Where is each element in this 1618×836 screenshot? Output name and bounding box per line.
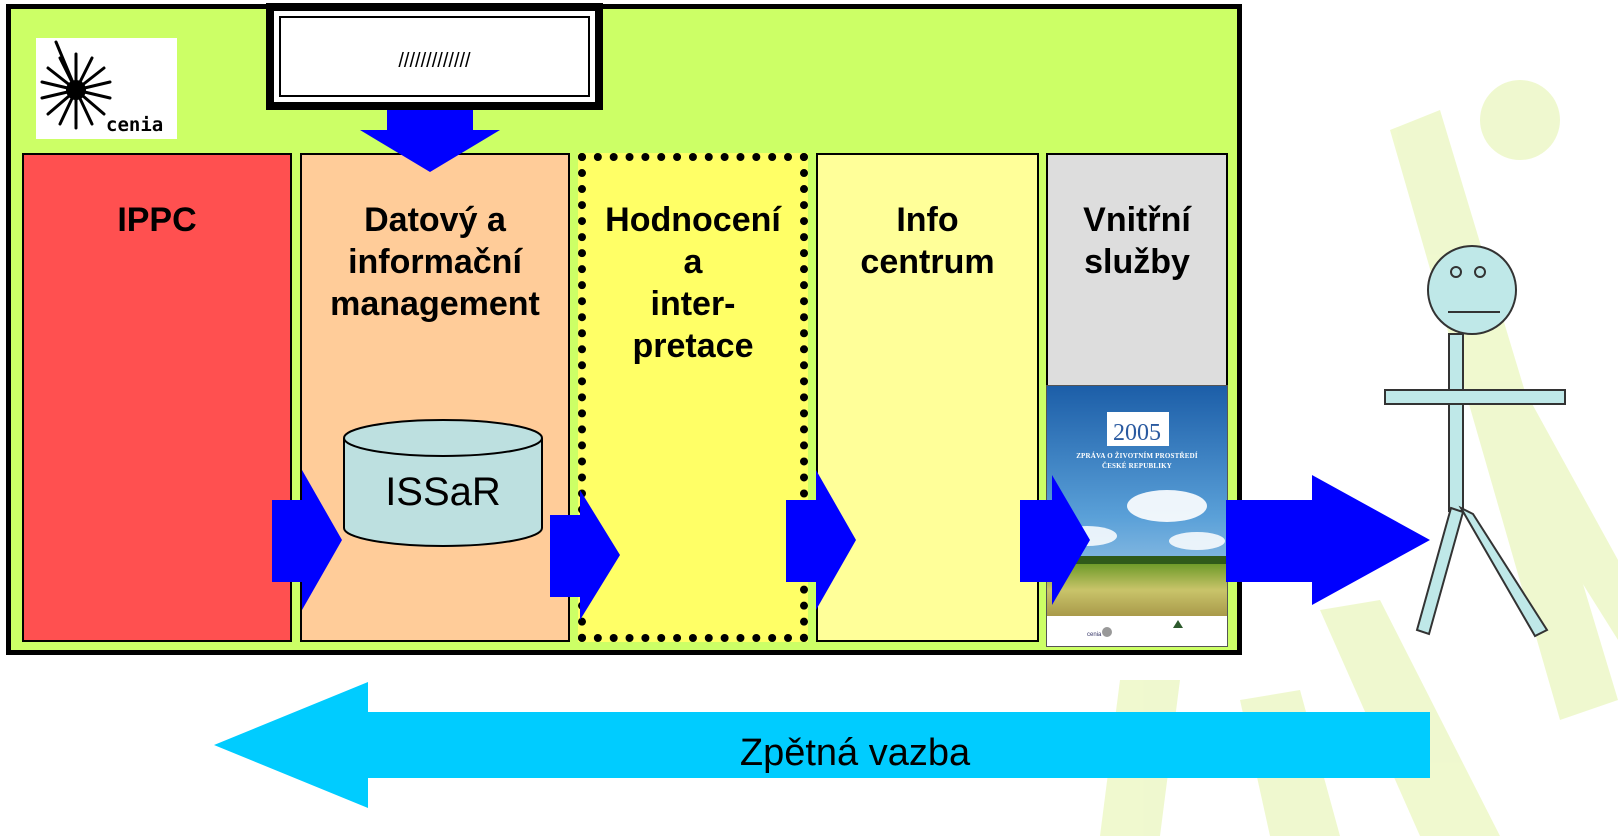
database-label: ISSaR <box>385 470 501 514</box>
flow-arrow-icon <box>360 110 500 172</box>
flow-arrow-icon <box>272 470 342 610</box>
flow-arrow-icon <box>786 470 856 610</box>
column-datovy-label: Datový a informační management <box>330 201 540 323</box>
logo-text: cenia <box>106 114 164 136</box>
column-vnitrni-sluzby: Vnitřní služby <box>1046 153 1228 390</box>
database-cylinder-icon <box>343 419 543 547</box>
report-year: 2005 <box>1113 420 1161 446</box>
report-title-line2: ČESKÉ REPUBLIKY <box>1101 462 1173 470</box>
title-box-text: ///////////// <box>274 11 595 102</box>
report-title-line1: ZPRÁVA O ŽIVOTNÍM PROSTŘEDÍ <box>1076 452 1198 460</box>
flow-arrow-icon <box>550 490 620 620</box>
cenia-logo-icon <box>40 40 112 130</box>
flow-arrow-icon <box>1020 475 1090 605</box>
column-datovy-management: Datový a informační management <box>300 153 570 642</box>
cenia-logo: cenia <box>36 38 177 139</box>
column-info-label: Info centrum <box>860 201 995 281</box>
feedback-label: Zpětná vazba <box>739 732 971 774</box>
column-hodnoceni-label: Hodnocení a inter- pretace <box>605 201 781 365</box>
report-cover: 2005 ZPRÁVA O ŽIVOTNÍM PROSTŘEDÍ ČESKÉ R… <box>1046 385 1228 647</box>
flow-arrow-icon <box>1226 475 1430 605</box>
column-ippc: IPPC <box>22 153 292 642</box>
column-ippc-label: IPPC <box>117 201 197 239</box>
column-vnitrni-label: Vnitřní služby <box>1083 201 1191 281</box>
person-stick-figure-icon <box>1384 245 1566 638</box>
report-publisher: cenia <box>1087 632 1102 638</box>
column-info-centrum: Info centrum <box>816 153 1039 642</box>
feedback-arrow-icon <box>214 682 1430 808</box>
report-cover-illustration <box>1047 386 1227 646</box>
title-box: ///////////// <box>266 3 603 110</box>
